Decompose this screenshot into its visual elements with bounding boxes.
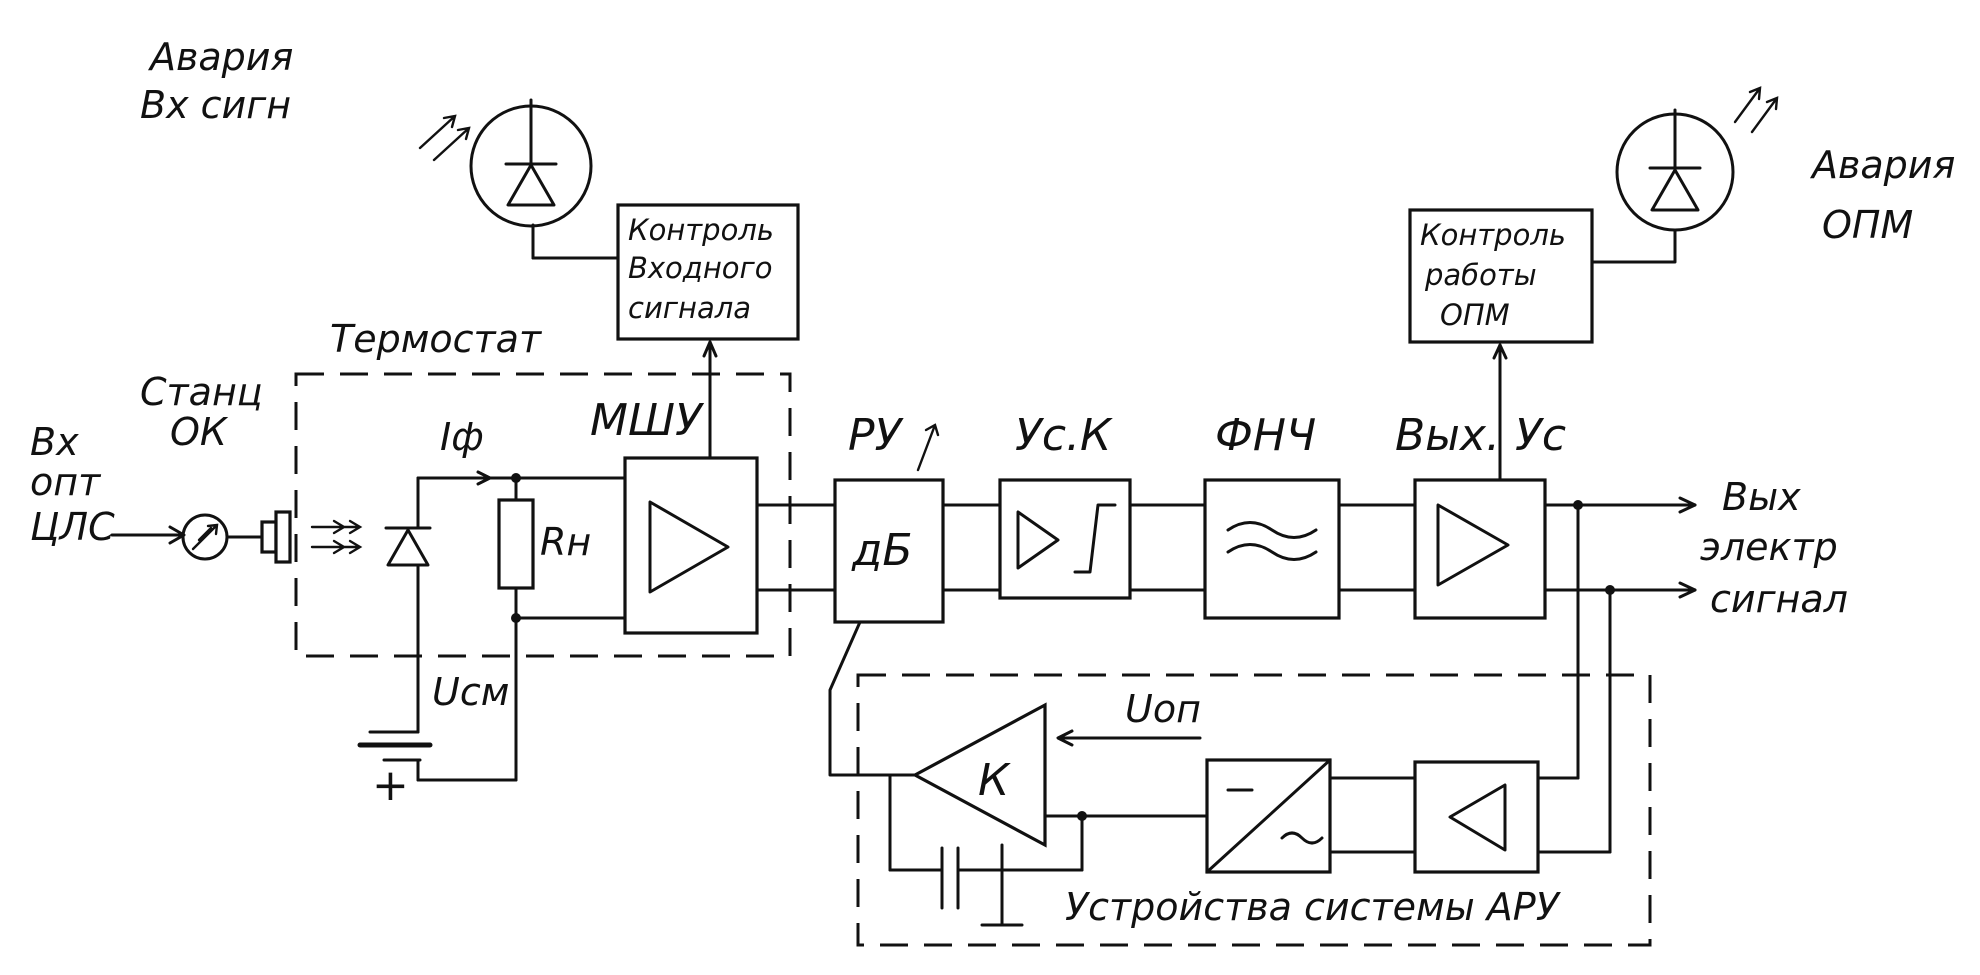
comparator-block [911,702,1047,848]
svg-text:Вх сигн: Вх сигн [140,83,291,127]
bias-voltage-label: Uсм [432,670,509,714]
bias-battery-icon [357,730,518,782]
lowpass-filter-icon [1226,521,1318,561]
integrator-icon [1073,503,1117,574]
lna-label: МШУ [590,395,705,446]
photocurrent-label: Iф [440,415,484,459]
correction-amp-block [998,478,1132,600]
svg-text:ОК: ОК [170,410,229,454]
attenuator-block [833,478,945,624]
connector-label: Станц ОК [140,370,263,454]
agc-detector-amp-block [1413,760,1540,874]
svg-text:ЦЛС: ЦЛС [30,505,115,549]
opm-alarm-label: Авария ОПМ [1809,143,1955,247]
light-arrows-icon [310,519,363,555]
station-connector [260,520,278,554]
svg-text:сигнала: сигнала [628,291,751,325]
correction-amp-icon [1016,510,1060,570]
opm-monitor-block [1408,208,1594,344]
led-emission-arrows-icon [418,114,471,162]
svg-text:Контроль: Контроль [1420,218,1566,252]
photocurrent-arrow [476,470,492,486]
input-monitor-block [616,203,800,341]
opm-monitor-arrow [1492,343,1508,360]
svg-text:сигнал: сигнал [1710,577,1848,621]
station-connector-flange [274,510,292,564]
agc-system-boundary [856,673,1652,947]
agc-system-label: Устройства системы АРУ [1065,885,1562,929]
opm-led-diode-icon [1648,108,1702,212]
output-amp-label: Вых. [1395,410,1500,461]
led-diode-icon [504,98,558,207]
output-amp-block [1413,478,1547,620]
monitor-arrow [702,340,718,358]
lpf-block [1203,478,1341,620]
amplifier-icon [648,500,730,594]
svg-text:ОПМ: ОПМ [1822,203,1913,247]
svg-text:Станц: Станц [140,370,263,414]
svg-text:Контроль: Контроль [628,213,774,247]
output-label: Вых электр сигнал [1700,475,1848,621]
svg-text:опт: опт [30,460,102,504]
svg-text:ОПМ: ОПМ [1440,298,1510,332]
opm-monitor-label: Контроль работы ОПМ [1420,218,1566,332]
attenuator-label: РУ [848,410,905,461]
load-resistor [497,498,535,590]
svg-text:Авария: Авария [1809,143,1955,187]
input-monitor-label: Контроль Входного сигнала [628,213,774,325]
output-amp-label-right: Ус [1515,410,1566,461]
comparator-label: К [978,755,1011,806]
lna-block [623,456,759,635]
agc-amp-icon [1448,783,1507,852]
agc-control-wire [828,620,917,777]
battery-plus-label: + [372,760,409,811]
svg-text:электр: электр [1700,525,1838,569]
load-resistor-label: Rн [540,520,591,564]
svg-text:работы: работы [1424,258,1537,292]
attenuator-unit-label: дБ [851,525,913,576]
capacitor-icon [940,846,960,910]
svg-text:Авария: Авария [147,35,293,79]
thermostat-label: Термостат [330,317,543,361]
thermostat-boundary [294,372,792,658]
lpf-label: ФНЧ [1215,410,1316,461]
svg-text:Вх: Вх [30,420,79,464]
input-label: Вх опт ЦЛС [30,420,115,549]
input-alarm-label: Авария Вх сигн [140,35,293,127]
attenuator-adjust-arrow [916,423,940,472]
correction-amp-label: Ус.К [1015,410,1113,461]
svg-text:Вых: Вых [1722,475,1801,519]
ref-voltage-label: Uоп [1125,687,1201,731]
opm-emission-arrows-icon [1733,86,1779,134]
svg-text:Входного: Входного [628,251,773,285]
connector-arrow-icon [191,523,219,551]
output-amp-icon [1436,503,1510,587]
photodiode-icon [384,526,432,567]
ac-dc-converter-icon [1205,758,1332,874]
